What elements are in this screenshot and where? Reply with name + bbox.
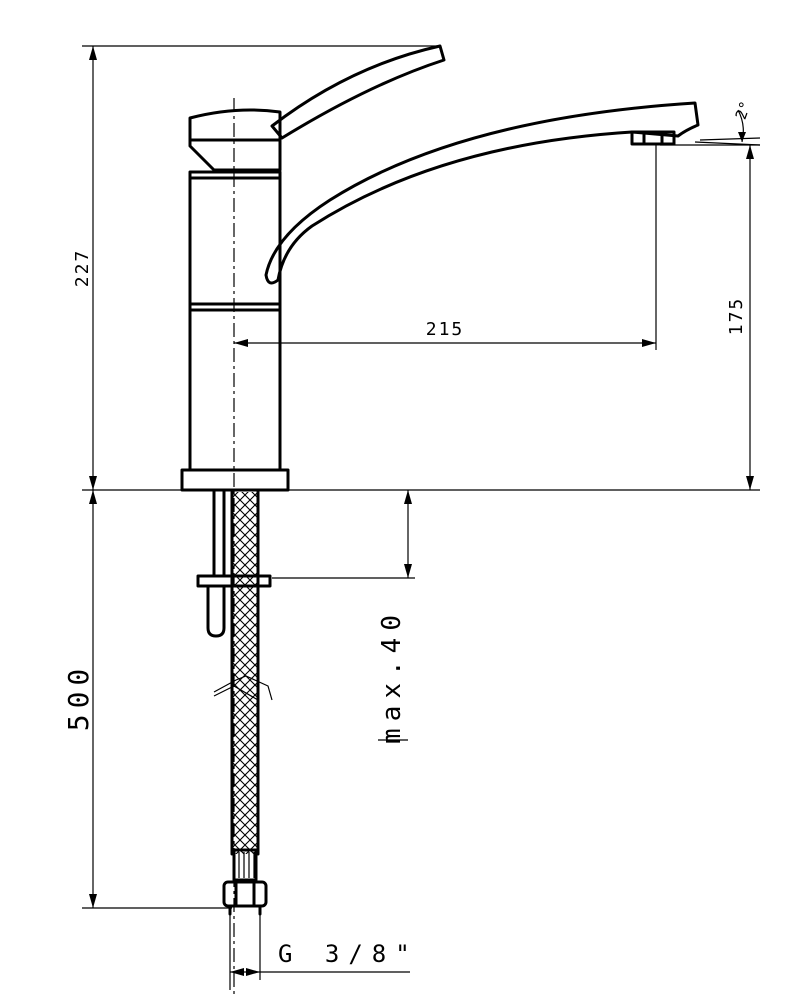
dim-spout-height-label: 175 (726, 297, 747, 336)
dim-thread-label: G 3/8" (278, 940, 419, 968)
dimension-lines (82, 45, 761, 990)
dim-hose-length-label: 500 (62, 663, 95, 732)
flexible-hose (213, 490, 273, 916)
dim-spout-reach-label: 215 (426, 319, 465, 340)
mounting-hardware (196, 488, 272, 638)
dim-deck-thickness-label: max.40 (377, 608, 407, 744)
spout (264, 101, 700, 285)
faucet-body (180, 108, 290, 492)
lever-handle (270, 44, 446, 140)
dim-total-height-label: 227 (72, 249, 93, 288)
dim-spout-angle-label: 2° (732, 99, 755, 122)
